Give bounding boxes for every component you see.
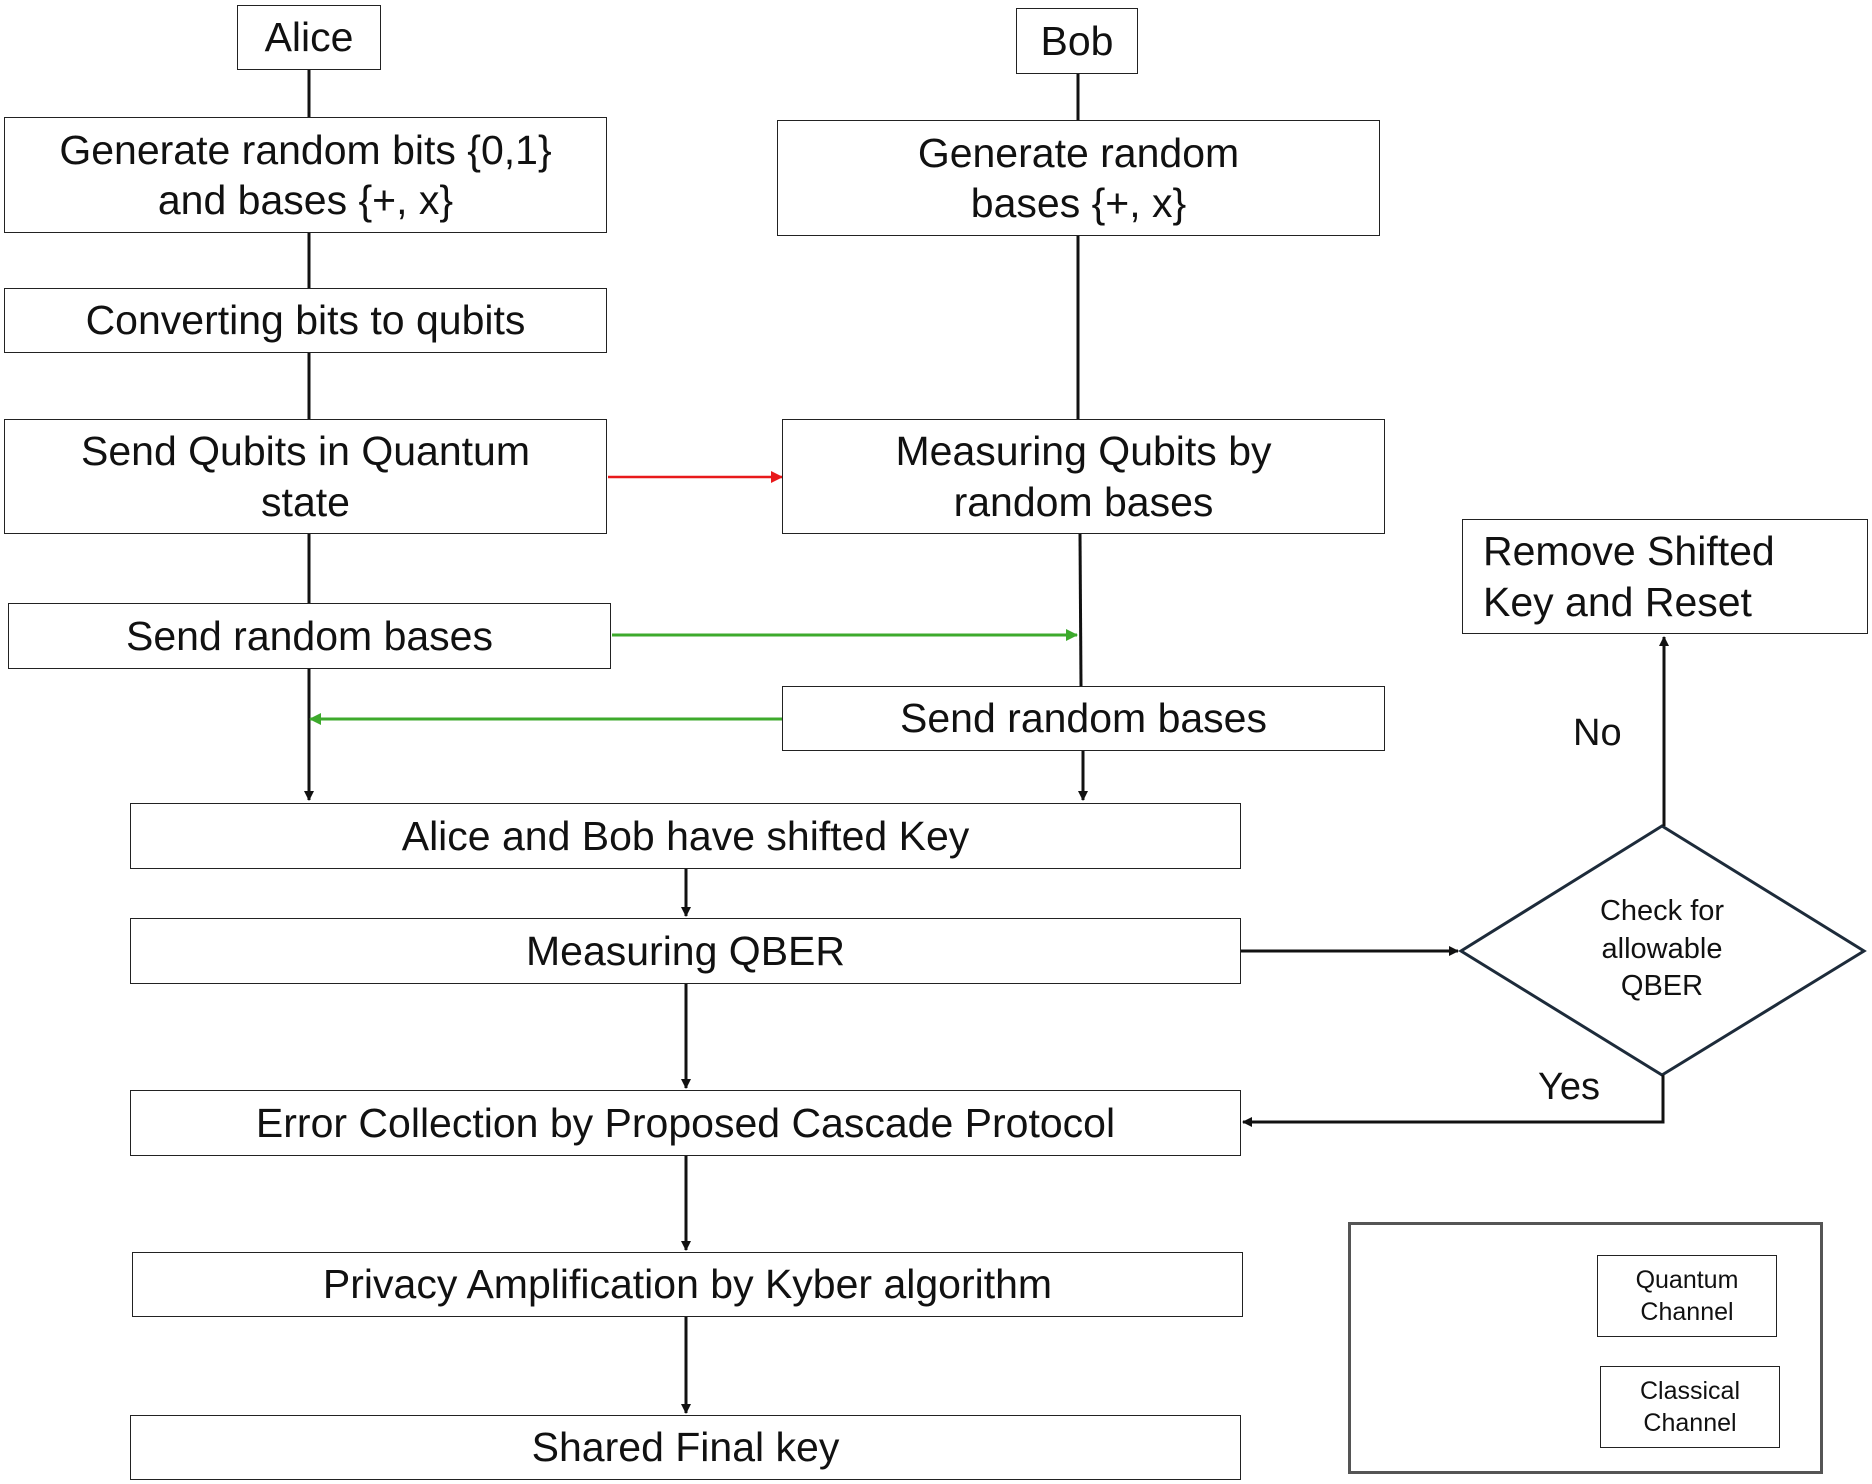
alice-send-bases-node: Send random bases [8,603,611,669]
yes-edge-label: Yes [1538,1066,1600,1108]
bob-generate-node: Generate random bases {+, x} [777,120,1380,236]
converting-node: Converting bits to qubits [4,288,607,353]
send-qubits-node: Send Qubits in Quantum state [4,419,607,534]
alice-label: Alice [264,14,354,61]
measuring-qubits-node: Measuring Qubits by random bases [782,419,1385,534]
remove-reset-label: Remove Shifted Key and Reset [1483,528,1775,625]
measuring-qber-label: Measuring QBER [525,927,845,974]
legend-quantum-box: Quantum Channel [1597,1255,1777,1337]
alice-generate-label: Generate random bits {0,1} and bases {+,… [59,126,552,223]
privacy-amplification-label: Privacy Amplification by Kyber algorithm [322,1261,1053,1308]
measuring-qubits-label: Measuring Qubits by random bases [895,428,1272,525]
measuring-qber-node: Measuring QBER [130,918,1241,984]
final-key-node: Shared Final key [130,1415,1241,1480]
legend-classical-box: Classical Channel [1600,1366,1780,1448]
error-collection-node: Error Collection by Proposed Cascade Pro… [130,1090,1241,1156]
remove-reset-node: Remove Shifted Key and Reset [1462,519,1868,634]
bob-send-bases-node: Send random bases [782,686,1385,751]
bob-line-3 [1078,533,1083,687]
arrow-yes-to-error [1242,1075,1665,1127]
send-qubits-label: Send Qubits in Quantum state [81,428,530,525]
bob-generate-label: Generate random bases {+, x} [917,129,1240,226]
legend-classical-label: Classical Channel [1639,1376,1741,1438]
shifted-key-node: Alice and Bob have shifted Key [130,803,1241,869]
bob-node: Bob [1016,8,1138,74]
legend-quantum-label: Quantum Channel [1635,1265,1739,1327]
shifted-key-label: Alice and Bob have shifted Key [401,812,970,859]
error-collection-label: Error Collection by Proposed Cascade Pro… [255,1099,1116,1146]
privacy-amplification-node: Privacy Amplification by Kyber algorithm [132,1252,1243,1317]
final-key-label: Shared Final key [531,1424,840,1471]
check-qber-label: Check for allowable QBER [1599,895,1725,1003]
converting-label: Converting bits to qubits [85,297,526,344]
alice-send-bases-label: Send random bases [126,612,493,659]
no-edge-label: No [1573,712,1622,754]
alice-generate-node: Generate random bits {0,1} and bases {+,… [4,117,607,233]
bob-send-bases-label: Send random bases [900,695,1267,742]
bob-label: Bob [1040,17,1114,64]
alice-node: Alice [237,5,381,70]
